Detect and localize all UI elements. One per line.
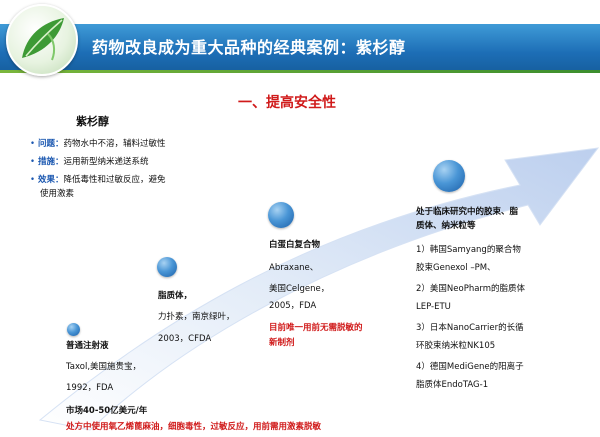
header-stripe — [0, 70, 600, 73]
stage4-item: LEP-ETU — [416, 302, 451, 312]
arrow-shape — [38, 147, 600, 431]
stage4-item: 环胶束纳米粒NK105 — [416, 341, 496, 351]
stage4-title: 处于临床研究中的胶束、脂 — [416, 207, 519, 217]
stage2-title: 脂质体， — [158, 291, 193, 301]
point-problem: •问题：药物水中不溶，辅料过敏性 — [30, 139, 166, 149]
section-title: 一、提高安全性 — [238, 95, 336, 111]
point-measure: •措施：运用新型纳米递送系统 — [30, 157, 149, 167]
stage4-item: 1）韩国Samyang的聚合物 — [416, 245, 521, 255]
stage4-item: 4）德国MediGene的阳离子 — [416, 362, 524, 372]
point-effect-cont: 使用激素 — [40, 189, 75, 199]
stage4-item: 3）日本NanoCarrier的长循 — [416, 323, 524, 333]
stage-dot-4 — [433, 160, 465, 192]
stage4-item: 2）美国NeoPharm的脂质体 — [416, 284, 526, 294]
header-band — [0, 24, 600, 72]
point-effect: •效果：降低毒性和过敏反应，避免 — [30, 175, 166, 185]
stage3-line: Abraxane、 — [269, 263, 319, 273]
stage2-line: 力扑素，南京绿叶， — [158, 312, 235, 322]
bullet-icon: • — [30, 139, 36, 149]
stage3-note: 目前唯一用前无需脱敏的 — [269, 323, 363, 333]
stage-dot-3 — [268, 202, 294, 228]
page-title: 药物改良成为重大品种的经典案例：紫杉醇 — [92, 38, 406, 57]
stage3-line: 2005，FDA — [269, 301, 317, 311]
stage3-title: 白蛋白复合物 — [269, 240, 321, 250]
stage3-line: 美国Celgene， — [269, 284, 330, 294]
leaf-logo-icon — [6, 4, 78, 76]
bullet-icon: • — [30, 157, 36, 167]
stage1-line: Taxol,美国施贵宝， — [66, 362, 142, 372]
drug-name: 紫杉醇 — [76, 115, 109, 128]
bullet-icon: • — [30, 175, 36, 185]
stage1-note: 处方中使用氧乙烯蓖麻油，细胞毒性，过敏反应，用前需用激素脱敏 — [66, 422, 322, 432]
stage1-market: 市场40-50亿美元/年 — [66, 406, 148, 416]
stage4-item: 脂质体EndoTAG-1 — [416, 380, 489, 390]
stage1-title: 普通注射液 — [66, 341, 109, 351]
stage4-item: 胶束Genexol –PM、 — [416, 263, 496, 273]
stage-dot-1 — [67, 323, 80, 336]
stage4-title: 质体、纳米粒等 — [416, 221, 476, 231]
stage2-line: 2003，CFDA — [158, 334, 212, 344]
stage3-note: 新制剂 — [269, 338, 295, 348]
stage-dot-2 — [157, 257, 177, 277]
stage1-line: 1992，FDA — [66, 383, 114, 393]
